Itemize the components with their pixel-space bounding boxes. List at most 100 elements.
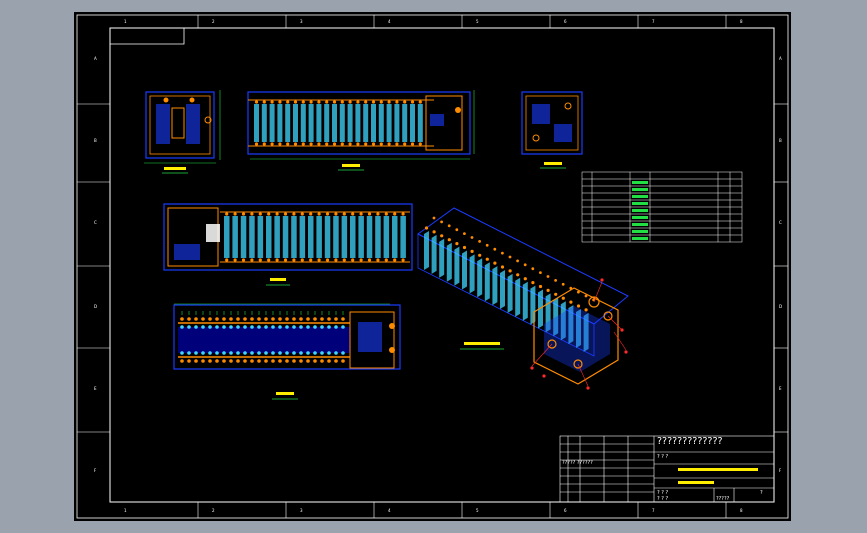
iso-terminal xyxy=(523,277,527,281)
iso-terminal xyxy=(455,242,459,246)
iso-terminal xyxy=(440,220,443,224)
top-terminal xyxy=(236,317,240,321)
top-terminal xyxy=(208,359,212,363)
rear-terminal xyxy=(393,212,397,216)
front-terminal xyxy=(317,100,321,104)
iso-cell xyxy=(454,246,460,286)
iso-terminal xyxy=(485,257,489,261)
rear-terminal xyxy=(283,258,288,262)
iso-cell xyxy=(553,297,559,337)
rear-terminal xyxy=(300,258,304,262)
front-terminal xyxy=(356,100,360,104)
top-terminal xyxy=(201,359,205,363)
parts-list-marks xyxy=(632,181,648,240)
top-terminal xyxy=(222,325,226,329)
iso-cell-array xyxy=(424,216,595,352)
top-terminal xyxy=(180,317,184,321)
front-terminal xyxy=(278,142,282,146)
top-terminal xyxy=(250,359,254,363)
rear-terminal xyxy=(317,258,321,262)
top-terminal xyxy=(215,359,219,363)
iso-terminal xyxy=(508,269,512,273)
zone-labels: 1 2 3 4 5 6 7 8 1 2 3 4 5 6 7 8 A B C D … xyxy=(94,19,782,513)
rear-cell xyxy=(232,216,238,258)
svg-text:7: 7 xyxy=(652,19,655,24)
rear-cell xyxy=(224,216,230,258)
top-terminal xyxy=(278,359,282,363)
svg-text:3: 3 xyxy=(300,508,303,513)
iso-cell xyxy=(538,289,543,329)
front-terminal xyxy=(270,100,274,104)
top-terminal xyxy=(285,351,289,355)
rear-terminal xyxy=(292,212,296,216)
outer-frame xyxy=(76,14,789,519)
iso-terminal xyxy=(478,253,482,257)
rear-terminal xyxy=(359,258,363,262)
iso-terminal xyxy=(485,243,489,247)
front-terminal xyxy=(325,142,329,146)
front-terminal xyxy=(395,142,399,146)
zone-letter: A xyxy=(94,56,97,61)
front-terminal xyxy=(418,100,422,104)
front-cell xyxy=(316,104,322,142)
top-terminal xyxy=(285,317,289,321)
front-terminal xyxy=(403,100,407,104)
svg-text:2: 2 xyxy=(212,19,215,24)
top-terminal xyxy=(194,359,198,363)
rear-cell xyxy=(358,216,364,258)
iso-terminal xyxy=(584,308,588,312)
front-terminal xyxy=(364,100,368,104)
svg-text:A: A xyxy=(779,56,782,61)
rear-cell xyxy=(257,216,264,258)
front-cell xyxy=(293,104,298,142)
iso-terminal xyxy=(531,281,535,285)
iso-terminal xyxy=(576,304,581,308)
iso-terminal xyxy=(569,300,573,304)
top-terminal xyxy=(278,351,282,355)
view-front xyxy=(247,90,475,171)
zone-ticks xyxy=(77,15,788,518)
top-terminal xyxy=(229,351,233,355)
top-terminal xyxy=(187,317,191,321)
top-terminal xyxy=(306,317,310,321)
rear-cell xyxy=(266,216,272,258)
front-terminal xyxy=(301,100,305,104)
iso-cell xyxy=(446,242,452,282)
rear-cell xyxy=(282,216,289,258)
top-terminal xyxy=(327,317,331,321)
iso-cell xyxy=(568,305,574,345)
rear-terminal xyxy=(367,258,372,262)
rear-cell xyxy=(299,216,306,258)
top-terminal xyxy=(334,359,338,363)
svg-text:D: D xyxy=(779,304,782,309)
iso-terminal xyxy=(462,245,467,250)
top-terminal xyxy=(257,317,261,321)
rear-terminal xyxy=(376,258,380,262)
iso-cell xyxy=(439,238,445,278)
front-terminal xyxy=(332,142,337,146)
top-terminal xyxy=(257,351,261,355)
top-terminal xyxy=(250,325,254,329)
iso-terminal xyxy=(554,279,557,282)
view-right-end xyxy=(521,91,583,169)
top-terminal xyxy=(320,317,324,321)
iso-terminal xyxy=(470,236,474,239)
rear-terminal xyxy=(309,258,313,262)
top-terminal xyxy=(229,325,233,329)
top-terminal xyxy=(229,359,233,363)
front-terminal xyxy=(403,142,407,146)
front-cell xyxy=(261,104,267,142)
rear-terminal xyxy=(325,258,330,262)
top-terminal xyxy=(313,325,317,329)
rear-terminal xyxy=(267,258,271,262)
top-terminal xyxy=(292,351,296,355)
front-terminal xyxy=(348,100,352,104)
iso-cell xyxy=(507,273,513,313)
rear-terminal xyxy=(300,212,304,216)
top-terminal xyxy=(334,351,338,355)
inner-frame xyxy=(109,27,775,503)
iso-terminal xyxy=(523,263,527,267)
iso-cell xyxy=(462,250,467,290)
svg-text:6: 6 xyxy=(564,19,567,24)
top-terminal xyxy=(334,317,338,321)
